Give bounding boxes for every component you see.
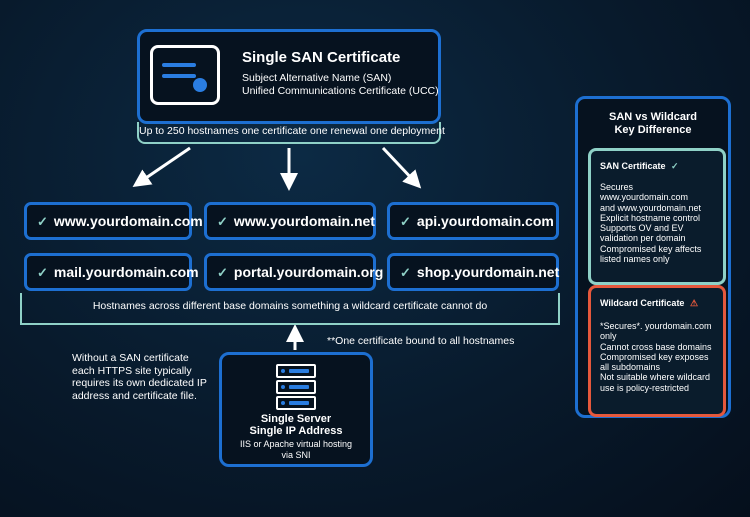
wildcard-line: Not suitable where wildcard xyxy=(600,372,711,383)
hostname-label: api.yourdomain.com xyxy=(416,213,554,229)
server-card: Single Server Single IP Address IIS or A… xyxy=(219,352,373,467)
comparison-panel: SAN vs Wildcard Key Difference SAN Certi… xyxy=(575,96,731,418)
san-line: validation per domain xyxy=(600,233,686,244)
hostnames-bracket xyxy=(20,293,560,325)
arrow-right xyxy=(381,146,422,189)
arrow-left xyxy=(132,146,191,188)
hostname-pill: ✓ www.yourdomain.com xyxy=(24,202,203,240)
comparison-title-line: Key Difference xyxy=(614,124,692,136)
hostname-pill: ✓ api.yourdomain.com xyxy=(387,202,559,240)
wildcard-line: only xyxy=(600,331,617,342)
comparison-title: SAN vs Wildcard Key Difference xyxy=(578,111,728,137)
server-icon xyxy=(276,364,316,412)
wildcard-line: Cannot cross base domains xyxy=(600,341,712,352)
ip-requirement-note: Without a SAN certificate each HTTPS sit… xyxy=(72,352,207,402)
server-subtitle-line: via SNI xyxy=(281,450,311,460)
server-title-line: Single Server xyxy=(260,413,332,425)
san-line: Supports OV and EV xyxy=(600,223,684,234)
certificate-subtitle-ucc: Unified Communications Certificate (UCC) xyxy=(242,85,439,97)
hostname-label: shop.yourdomain.net xyxy=(416,264,560,280)
wildcard-line: use is policy-restricted xyxy=(600,382,690,393)
hostname-pill: ✓ www.yourdomain.net xyxy=(204,202,376,240)
checkmark-icon: ✓ xyxy=(217,265,228,280)
binding-note: **One certificate bound to all hostnames xyxy=(327,335,515,347)
wildcard-line: *Secures*. yourdomain.com xyxy=(600,321,712,331)
bracket-caption: Hostnames across different base domains … xyxy=(92,300,488,312)
warning-icon: ⚠ xyxy=(689,298,699,308)
checkmark-icon: ✓ xyxy=(37,214,48,229)
san-line: www.yourdomain.com xyxy=(600,192,689,203)
hostname-label: mail.yourdomain.com xyxy=(53,264,199,280)
wildcard-certificate-summary: Wildcard Certificate ⚠ *Secures*. yourdo… xyxy=(588,285,726,417)
server-subtitle: IIS or Apache virtual hosting via SNI xyxy=(222,439,370,461)
san-card-body: Secures www.yourdomain.com and www.yourd… xyxy=(600,182,718,264)
certificate-title: Single SAN Certificate xyxy=(242,49,401,66)
hostname-label: www.yourdomain.net xyxy=(233,213,375,229)
san-certificate-summary: SAN Certificate ✓ Secures www.yourdomain… xyxy=(588,148,726,285)
hostname-label: www.yourdomain.com xyxy=(53,213,203,229)
server-title: Single Server Single IP Address xyxy=(222,413,370,437)
san-card-title: SAN Certificate ✓ xyxy=(600,161,679,171)
comparison-title-line: SAN vs Wildcard xyxy=(609,111,697,123)
wildcard-card-title: Wildcard Certificate ⚠ xyxy=(600,298,699,308)
server-subtitle-line: IIS or Apache virtual hosting xyxy=(239,439,353,449)
wildcard-line: Compromised key exposes xyxy=(600,351,709,362)
checkmark-icon: ✓ xyxy=(37,265,48,280)
hostname-pill: ✓ shop.yourdomain.net xyxy=(387,253,559,291)
hostname-label: portal.yourdomain.org xyxy=(233,264,384,280)
san-line: and www.yourdomain.net xyxy=(600,202,702,213)
hostname-pill: ✓ portal.yourdomain.org xyxy=(204,253,383,291)
san-line: listed names only xyxy=(600,254,670,265)
checkmark-icon: ✓ xyxy=(400,214,411,229)
wildcard-card-body: *Secures*. yourdomain.com only Cannot cr… xyxy=(600,321,718,393)
san-certificate-card: Single SAN Certificate Subject Alternati… xyxy=(137,29,441,124)
san-line: Secures xyxy=(600,182,634,192)
san-line: Compromised key affects xyxy=(600,243,702,254)
checkmark-icon: ✓ xyxy=(400,265,411,280)
wildcard-line: all subdomains xyxy=(600,362,661,373)
server-title-line: Single IP Address xyxy=(249,425,343,437)
hostname-pill: ✓ mail.yourdomain.com xyxy=(24,253,199,291)
certificate-subtitle-san: Subject Alternative Name (SAN) xyxy=(242,72,392,84)
certificate-icon xyxy=(150,45,220,105)
checkmark-icon: ✓ xyxy=(671,161,679,171)
certificate-subtitle: Subject Alternative Name (SAN) Unified C… xyxy=(242,72,439,98)
certificate-banner: Up to 250 hostnames one certificate one … xyxy=(137,122,445,144)
checkmark-icon: ✓ xyxy=(217,214,228,229)
san-line: Explicit hostname control xyxy=(600,212,701,223)
